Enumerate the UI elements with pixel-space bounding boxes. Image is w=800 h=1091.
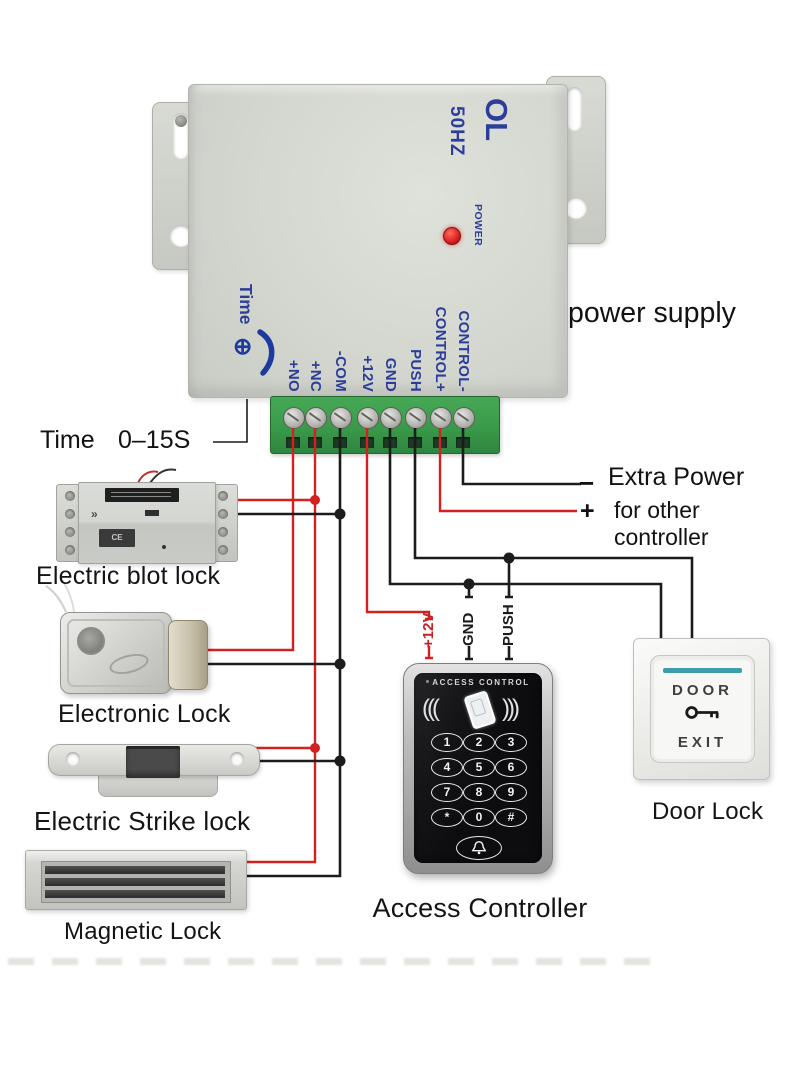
terminal-socket xyxy=(433,437,447,448)
terminal-screw xyxy=(305,407,327,429)
wire-label-12v: +12V xyxy=(420,612,437,648)
exit-button: DOOR EXIT xyxy=(650,655,755,763)
bolt-mark: » xyxy=(91,507,98,521)
bolt-dot xyxy=(162,545,166,549)
door-word-bottom: EXIT xyxy=(677,734,728,751)
time-annotation-label: Time xyxy=(40,426,95,454)
terminal-socket xyxy=(383,437,397,448)
electronic-lock-body xyxy=(60,612,172,694)
screw-hole xyxy=(565,197,587,219)
terminal-socket xyxy=(286,437,300,448)
rfid-waves-left: ((( xyxy=(422,695,440,722)
extra-power-plus: + xyxy=(580,497,595,525)
keypad-key-5: 5 xyxy=(463,758,495,777)
bolt-label-strip xyxy=(105,488,179,502)
case-print-frequency: 50HZ xyxy=(446,106,467,157)
terminal-screw xyxy=(430,407,452,429)
wire-label-gnd: GND xyxy=(460,612,477,646)
mounting-screw xyxy=(175,115,187,127)
timer-print: Time xyxy=(236,284,256,325)
keypad-key-7: 7 xyxy=(431,783,463,802)
power-led xyxy=(443,227,461,245)
key-icon xyxy=(651,704,754,726)
door-word-top: DOOR xyxy=(672,682,733,699)
keypad-key-2: 2 xyxy=(463,733,495,752)
door-exit-button-image: DOOR EXIT xyxy=(633,638,770,780)
magnet-face xyxy=(41,861,231,903)
terminal-screw xyxy=(357,407,379,429)
electronic-lock-hole xyxy=(77,627,105,655)
power-supply-unit xyxy=(188,84,568,398)
terminal-socket xyxy=(333,437,347,448)
rfid-waves-right: ))) xyxy=(502,695,520,722)
terminal-socket xyxy=(456,437,470,448)
access-controller-label: Access Controller xyxy=(372,893,588,923)
timer-dial-icon: ⊕ xyxy=(233,333,253,359)
magnetic-lock-image xyxy=(25,850,247,910)
access-controller-title: ACCESS CONTROL xyxy=(414,678,542,687)
keypad-key-3: 3 xyxy=(495,733,527,752)
keypad-key-4: 4 xyxy=(431,758,463,777)
strike-hole xyxy=(230,752,244,766)
extra-power-line2: for other controller xyxy=(614,497,709,550)
screw-hole xyxy=(170,225,192,247)
terminal-socket xyxy=(360,437,374,448)
time-leader-line xyxy=(213,399,248,443)
keypad-key-*: * xyxy=(431,808,463,827)
door-lock-label: Door Lock xyxy=(652,798,764,825)
keyhole-slot xyxy=(567,87,582,131)
bell-icon xyxy=(471,841,487,855)
status-led-dot xyxy=(426,680,430,683)
terminal-socket xyxy=(308,437,322,448)
terminal-screw xyxy=(453,407,475,429)
extra-power-line1: Extra Power xyxy=(608,463,745,491)
keypad-key-8: 8 xyxy=(463,783,495,802)
wire-label-push: PUSH xyxy=(500,604,517,646)
terminal-screw xyxy=(405,407,427,429)
wire-12v-upper xyxy=(365,428,431,619)
wire-com-magnetic-lock xyxy=(245,428,342,878)
power-led-label: POWER xyxy=(472,204,484,247)
keypad-key-#: # xyxy=(495,808,527,827)
electronic-lock-cylinder xyxy=(168,620,208,690)
bolt-flange-right xyxy=(212,484,238,562)
strike-lip xyxy=(98,774,218,797)
watermark-strip xyxy=(8,958,653,965)
keypad-key-6: 6 xyxy=(495,758,527,777)
bolt-indicator xyxy=(145,510,159,516)
bolt-ce-label: CE xyxy=(99,529,135,547)
magnetic-lock-label: Magnetic Lock xyxy=(64,918,222,945)
wire-nc-magnetic-lock xyxy=(245,428,317,864)
keypad-key-0: 0 xyxy=(463,808,495,827)
power-supply-label: power supply xyxy=(568,297,736,329)
terminal-screw xyxy=(283,407,305,429)
strike-latch xyxy=(126,746,180,778)
bolt-pigtail-black xyxy=(149,468,177,484)
terminal-socket xyxy=(408,437,422,448)
door-accent-bar xyxy=(663,668,742,673)
electronic-lock-label: Electronic Lock xyxy=(58,700,231,728)
doorbell-button xyxy=(456,836,502,860)
terminal-screw xyxy=(330,407,352,429)
electric-bolt-lock-label: Electric blot lock xyxy=(36,562,221,590)
case-print-partial: OL xyxy=(479,98,514,142)
extra-power-minus: − xyxy=(579,468,595,498)
keypad-key-1: 1 xyxy=(431,733,463,752)
keypad-key-9: 9 xyxy=(495,783,527,802)
terminal-screw xyxy=(380,407,402,429)
strike-hole xyxy=(66,752,80,766)
electric-strike-lock-label: Electric Strike lock xyxy=(34,806,251,836)
bolt-lock-body: » CE xyxy=(78,482,216,564)
time-annotation-value: 0–15S xyxy=(118,426,191,454)
